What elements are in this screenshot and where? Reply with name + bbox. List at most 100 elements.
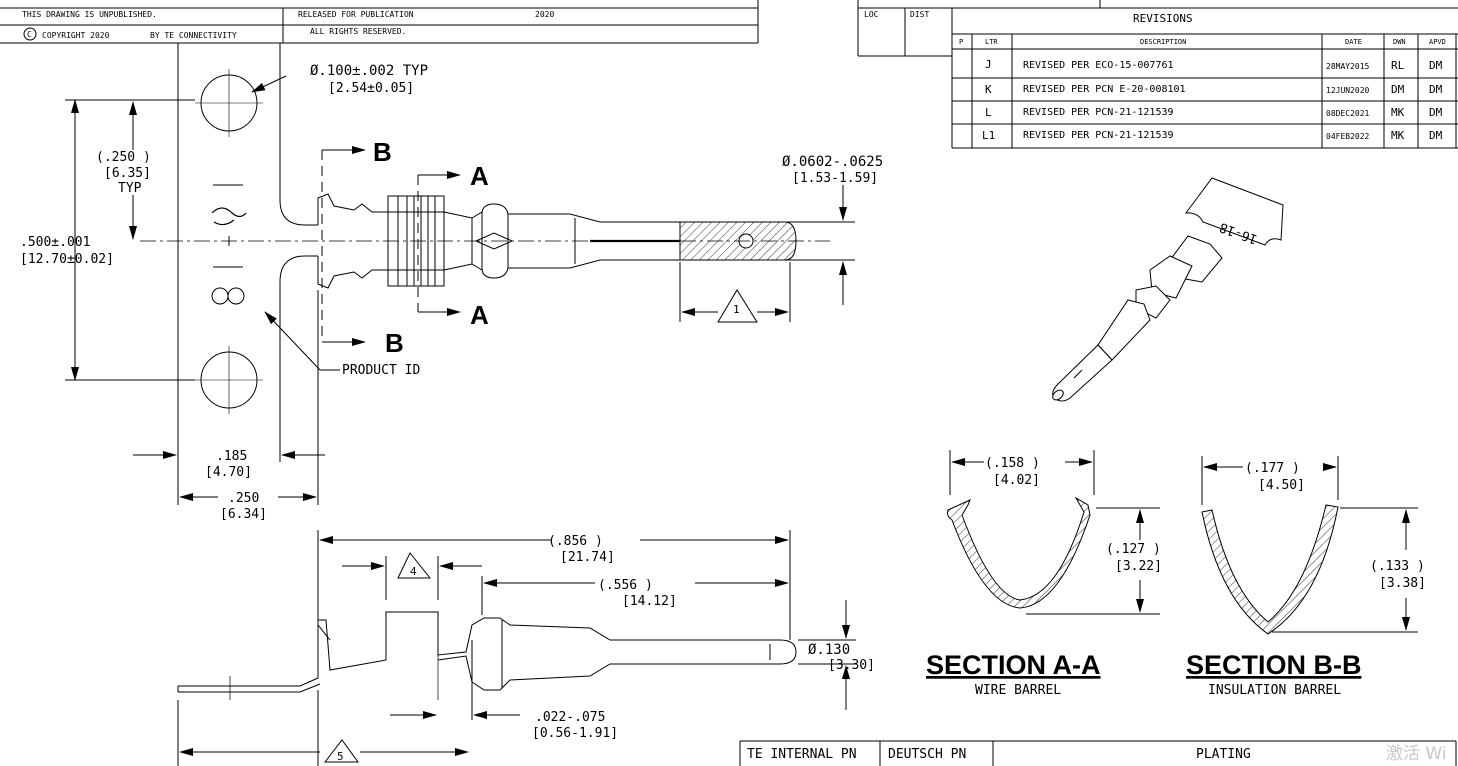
overall-length-mm: [21.74] xyxy=(560,550,615,565)
barrel-diameter: Ø.130 xyxy=(808,642,850,658)
front-length: (.556 ) xyxy=(598,578,653,593)
section-a-width-mm: [4.02] xyxy=(993,473,1040,488)
section-b-width: (.177 ) xyxy=(1245,461,1300,476)
rev-apvd: DM xyxy=(1429,129,1443,142)
revisions-text: REVISIONS P LTR DESCRIPTION DATE DWN APV… xyxy=(959,12,1446,142)
section-b-b-view xyxy=(1201,456,1418,635)
owner-note: BY TE CONNECTIVITY xyxy=(150,31,237,40)
rev-header-apvd: APVD xyxy=(1429,38,1446,46)
section-b-width-mm: [4.50] xyxy=(1258,478,1305,493)
dist-label: DIST xyxy=(910,10,929,19)
rev-ltr: J xyxy=(985,58,992,71)
section-a-height-mm: [3.22] xyxy=(1115,559,1162,574)
section-a-width: (.158 ) xyxy=(985,456,1040,471)
rev-desc: REVISED PER ECO-15-007761 xyxy=(1023,60,1174,71)
section-cut-markers xyxy=(321,146,461,346)
barrel-diameter-mm: [3.30] xyxy=(828,658,875,673)
section-a-a-text: (.158 ) [4.02] (.127 ) [3.22] SECTION A-… xyxy=(926,456,1162,698)
rev-header-ltr: LTR xyxy=(985,38,998,46)
rev-date: 04FEB2022 xyxy=(1326,132,1370,141)
section-b-b-text: (.177 ) [4.50] (.133 ) [3.38] SECTION B-… xyxy=(1186,461,1426,698)
rev-ltr: L xyxy=(985,106,992,119)
rev-dwn: DM xyxy=(1391,83,1405,96)
rev-apvd: DM xyxy=(1429,83,1443,96)
cut-label-b: B xyxy=(385,328,404,358)
pin-diameter: Ø.0602-.0625 xyxy=(782,154,883,170)
title-block xyxy=(0,0,1458,57)
pin-diameter-mm: [1.53-1.59] xyxy=(792,171,878,186)
section-b-height: (.133 ) xyxy=(1370,559,1425,574)
section-a-height: (.127 ) xyxy=(1106,542,1161,557)
section-cut-labels: B A A B xyxy=(373,137,489,358)
section-b-b-title: SECTION B-B xyxy=(1186,650,1362,680)
header-te-internal-pn: TE INTERNAL PN xyxy=(747,747,857,762)
rev-header-dwn: DWN xyxy=(1393,38,1406,46)
rev-apvd: DM xyxy=(1429,106,1443,119)
flag-note-1: 1 xyxy=(733,303,740,316)
cut-label-b: B xyxy=(373,137,392,167)
unpublished-note: THIS DRAWING IS UNPUBLISHED. xyxy=(22,10,157,19)
rev-ltr: K xyxy=(985,83,992,96)
title-block-text: THIS DRAWING IS UNPUBLISHED. RELEASED FO… xyxy=(22,10,929,40)
terminal-side-view xyxy=(177,530,856,766)
top-view-dimension-text: Ø.100±.002 TYP [2.54±0.05] (.250 ) [6.35… xyxy=(20,63,883,522)
side-view-dimension-text: (.856 ) [21.74] 4 (.556 ) [14.12] Ø.130 … xyxy=(337,534,875,763)
part-number-table xyxy=(739,740,1457,766)
hole-diameter-mm: [2.54±0.05] xyxy=(328,81,414,96)
header-plating: PLATING xyxy=(1196,747,1251,762)
release-year: 2020 xyxy=(535,10,554,19)
part-number-table-text: TE INTERNAL PN DEUTSCH PN PLATING xyxy=(747,747,1251,762)
product-id-label: PRODUCT ID xyxy=(342,363,420,378)
offset-dim: .250 xyxy=(228,491,259,506)
revisions-title: REVISIONS xyxy=(1133,12,1193,25)
flag-note-5: 5 xyxy=(337,750,344,763)
overall-length: (.856 ) xyxy=(548,534,603,549)
released-note: RELEASED FOR PUBLICATION xyxy=(298,10,414,19)
section-a-a-subtitle: WIRE BARREL xyxy=(975,683,1061,698)
cutoff-length: .022-.075 xyxy=(535,710,605,725)
rev-date: 08DEC2021 xyxy=(1326,109,1370,118)
rev-desc: REVISED PER PCN-21-121539 xyxy=(1023,130,1174,141)
hole-diameter: Ø.100±.002 TYP xyxy=(310,63,428,79)
section-a-a-view xyxy=(947,450,1160,615)
rev-header-date: DATE xyxy=(1345,38,1362,46)
copyright-symbol: C xyxy=(27,30,32,39)
rev-desc: REVISED PER PCN-21-121539 xyxy=(1023,107,1174,118)
cut-label-a: A xyxy=(470,161,489,191)
top-view-dimensions xyxy=(65,75,855,505)
activation-watermark: 激活 Wi xyxy=(1386,744,1447,764)
rev-dwn: MK xyxy=(1391,129,1405,142)
rev-dwn: MK xyxy=(1391,106,1405,119)
rev-ltr: L1 xyxy=(982,129,995,142)
cutoff-length-mm: [0.56-1.91] xyxy=(532,726,618,741)
carrier-strip xyxy=(177,43,318,440)
strip-width: .500±.001 xyxy=(20,235,90,250)
rev-header-desc: DESCRIPTION xyxy=(1140,38,1186,46)
carrier-width-mm: [4.70] xyxy=(205,465,252,480)
pitch-typ: TYP xyxy=(118,181,142,196)
isometric-terminal-view: 16-18 xyxy=(1052,177,1284,402)
pitch-dim-mm: [6.35] xyxy=(104,166,151,181)
front-length-mm: [14.12] xyxy=(622,594,677,609)
header-deutsch-pn: DEUTSCH PN xyxy=(888,747,966,762)
carrier-width: .185 xyxy=(216,449,247,464)
offset-dim-mm: [6.34] xyxy=(220,507,267,522)
rev-date: 28MAY2015 xyxy=(1326,62,1370,71)
rev-date: 12JUN2020 xyxy=(1326,86,1370,95)
rev-desc: REVISED PER PCN E-20-008101 xyxy=(1023,84,1186,95)
revisions-table xyxy=(951,8,1458,149)
pitch-dim: (.250 ) xyxy=(96,150,151,165)
section-b-b-subtitle: INSULATION BARREL xyxy=(1208,683,1341,698)
rev-dwn: RL xyxy=(1391,59,1405,72)
copyright-note: COPYRIGHT 2020 xyxy=(42,31,110,40)
cut-label-a: A xyxy=(470,300,489,330)
loc-label: LOC xyxy=(864,10,879,19)
rights-note: ALL RIGHTS RESERVED. xyxy=(310,27,406,36)
rev-apvd: DM xyxy=(1429,59,1443,72)
rev-header-p: P xyxy=(959,38,963,46)
strip-width-mm: [12.70±0.02] xyxy=(20,252,114,267)
flag-note-4: 4 xyxy=(410,565,417,578)
section-b-height-mm: [3.38] xyxy=(1379,576,1426,591)
section-a-a-title: SECTION A-A xyxy=(926,650,1101,680)
